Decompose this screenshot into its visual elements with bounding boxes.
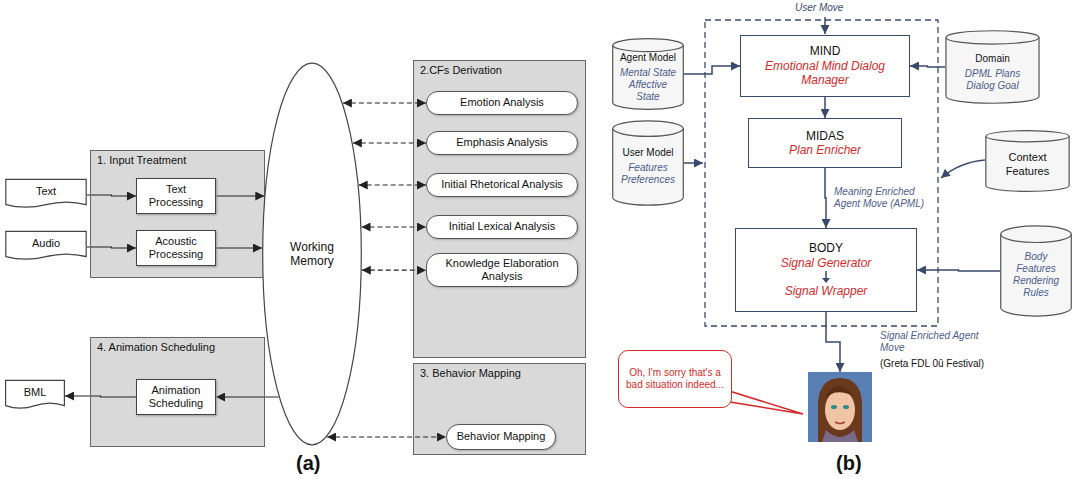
- node-title: Audio: [32, 237, 60, 250]
- node-text: Features Preferences: [617, 162, 679, 186]
- node-title: 1. Input Treatment: [97, 154, 186, 167]
- connector: [917, 270, 1000, 271]
- node-title: Signal Enriched Agent Move: [880, 330, 1000, 354]
- connector: [824, 97, 826, 118]
- node-title: Text Processing: [142, 183, 210, 209]
- dashed-connector: [359, 184, 426, 185]
- face-outline: [808, 372, 872, 442]
- model-cylinder: Agent ModelMental State Affective State: [612, 38, 684, 110]
- panel-label: (b): [836, 452, 862, 475]
- speech-bubble: Oh, I'm sorry that's a bad situation ind…: [618, 350, 732, 408]
- node-title: Context Features: [990, 151, 1065, 177]
- process-box: Text Processing: [136, 178, 216, 214]
- node-title: Agent Model: [620, 52, 676, 64]
- input-document: Text: [5, 179, 87, 211]
- panel-label: (a): [296, 452, 320, 475]
- node-title: Emphasis Analysis: [456, 136, 548, 149]
- connector: [216, 195, 264, 196]
- analysis-pill: Initial Lexical Analysis: [426, 215, 578, 239]
- connector: [825, 168, 826, 228]
- node-title: 4. Animation Scheduling: [97, 341, 215, 354]
- panel-fill: [413, 60, 586, 358]
- node-title: User Model: [622, 147, 673, 159]
- module-panel: 3. Behavior MappingBehavior Mapping: [413, 363, 586, 455]
- node-title: 3. Behavior Mapping: [420, 367, 521, 380]
- connector: [65, 396, 136, 397]
- module-panel: 1. Input TreatmentText ProcessingAcousti…: [90, 150, 265, 278]
- module-panel: 4. Animation SchedulingAnimation Schedul…: [90, 337, 265, 447]
- dashed-connector: [353, 142, 426, 143]
- agent-face: Signal Enriched Agent Move(Greta FDL 0û …: [808, 372, 872, 442]
- node-title: Knowledge Elaboration Analysis: [432, 257, 572, 283]
- node-title: BODY: [809, 241, 843, 255]
- dashed-connector: [362, 270, 426, 271]
- connector: [87, 195, 136, 196]
- analysis-pill: Emphasis Analysis: [426, 131, 578, 155]
- connector: [216, 247, 262, 248]
- module-box: MIDASPlan Enricher: [748, 118, 902, 168]
- memory-ellipse: Working Memory: [262, 62, 362, 446]
- input-arrow: [941, 160, 985, 178]
- input-arrow: [684, 162, 703, 164]
- node-title: Body Features Rendering Rules: [1005, 251, 1067, 299]
- dashed-connector: [362, 226, 427, 227]
- node-text: Plan Enricher: [789, 143, 861, 157]
- node-title: Emotion Analysis: [460, 96, 544, 109]
- panel-fill: [90, 337, 265, 447]
- process-box: Animation Scheduling: [136, 379, 216, 415]
- bubble-tail: [726, 390, 803, 414]
- panel-fill: [90, 150, 265, 278]
- analysis-pill: Emotion Analysis: [426, 91, 578, 115]
- module-boundary: [705, 20, 938, 326]
- input-arrow: [824, 17, 826, 34]
- analysis-pill: Initial Rhetorical Analysis: [426, 173, 578, 197]
- node-title: Domain: [975, 53, 1009, 65]
- connector: [216, 396, 279, 397]
- edge-label: Meaning Enriched Agent Move (APML): [832, 185, 936, 211]
- node-title: Initial Rhetorical Analysis: [441, 178, 563, 191]
- node-text: Signal Generator: [781, 256, 872, 270]
- node-title: BML: [24, 386, 47, 399]
- flow-arrow-icon: [821, 270, 831, 284]
- model-cylinder: Body Features Rendering Rules: [1000, 225, 1072, 317]
- module-box: BODYSignal GeneratorSignal Wrapper: [735, 228, 917, 312]
- node-text: (Greta FDL 0û Festival): [880, 358, 1010, 370]
- node-title: MIND: [810, 44, 841, 58]
- connector: [826, 312, 840, 372]
- input-label: User Move: [795, 2, 843, 13]
- connector: [910, 66, 945, 67]
- model-cylinder: Context Features: [985, 130, 1070, 192]
- node-title: Text: [36, 185, 56, 198]
- node-text: Emotional Mind Dialog Manager: [746, 59, 904, 88]
- node-title: Acoustic Processing: [142, 235, 210, 261]
- node-text: Signal Wrapper: [785, 284, 868, 298]
- model-cylinder: DomainDPML Plans Dialog Goal: [945, 30, 1040, 104]
- flow-arrow: [821, 270, 831, 284]
- node-text: DPML Plans Dialog Goal: [959, 68, 1026, 92]
- process-box: Acoustic Processing: [136, 230, 216, 266]
- panel-fill: [413, 363, 586, 455]
- node-title: 2.CFs Derivation: [420, 64, 502, 77]
- cyl-outline: [945, 30, 1040, 104]
- connector: [87, 247, 136, 248]
- node-text: Mental State Affective State: [617, 67, 679, 103]
- module-box: MINDEmotional Mind Dialog Manager: [740, 35, 910, 97]
- node-title: MIDAS: [806, 129, 844, 143]
- dashed-connector: [327, 436, 446, 437]
- model-cylinder: User ModelFeatures Preferences: [612, 120, 684, 206]
- analysis-pill: Behavior Mapping: [446, 424, 556, 450]
- input-document: Audio: [5, 231, 87, 263]
- node-title: Oh, I'm sorry that's a bad situation ind…: [624, 367, 726, 391]
- node-title: Working Memory: [277, 240, 347, 269]
- connector: [684, 66, 740, 74]
- node-title: Animation Scheduling: [142, 384, 210, 410]
- node-title: Initial Lexical Analysis: [449, 220, 555, 233]
- output-document: BML: [5, 380, 65, 412]
- node-title: Behavior Mapping: [457, 430, 546, 443]
- analysis-pill: Knowledge Elaboration Analysis: [426, 253, 578, 287]
- module-panel: 2.CFs DerivationEmotion AnalysisEmphasis…: [413, 60, 586, 358]
